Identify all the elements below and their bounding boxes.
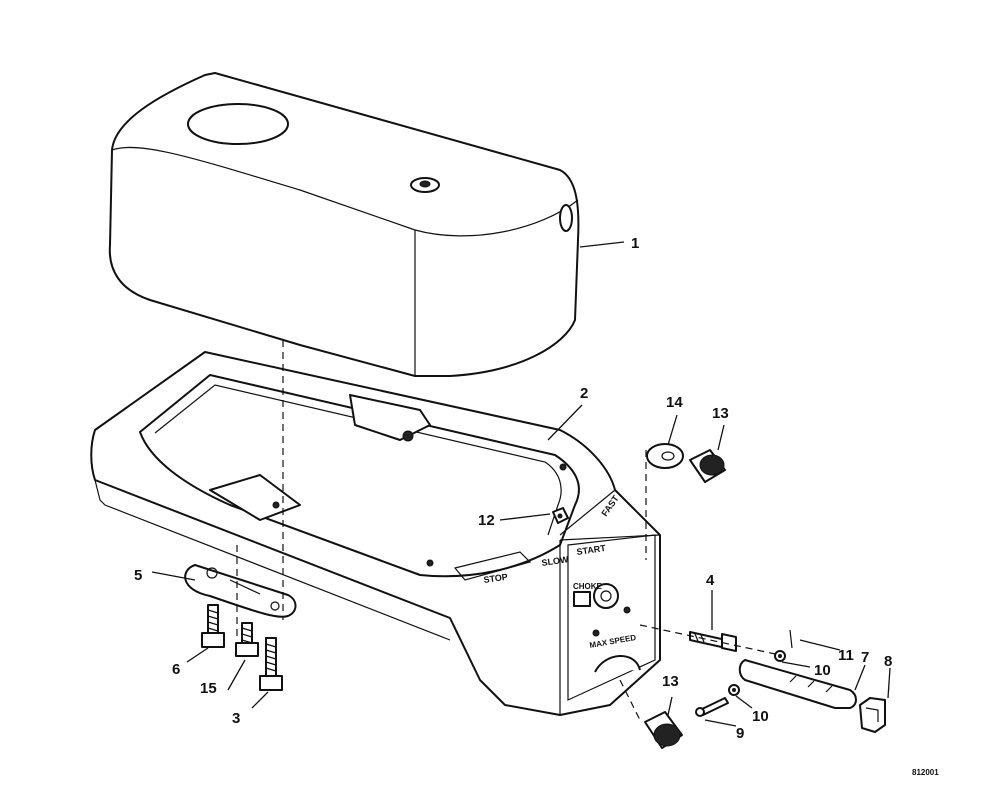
- cover-side-port: [559, 204, 573, 232]
- speed-control-dial: [593, 583, 619, 609]
- cotter-pin-11: [789, 629, 793, 649]
- callout-13-upper: 13: [712, 405, 729, 422]
- callout-5: 5: [134, 567, 142, 584]
- figure-code: 812001: [912, 768, 939, 777]
- callout-3: 3: [232, 710, 240, 727]
- callout-12: 12: [478, 512, 495, 529]
- callout-15: 15: [200, 680, 217, 697]
- knob-13-upper: [689, 449, 726, 483]
- callout-13-lower: 13: [662, 673, 679, 690]
- pin-9: [695, 697, 729, 717]
- washer-10-lower: [728, 684, 740, 696]
- washer-14: [646, 443, 684, 469]
- cover-opening: [187, 103, 289, 145]
- choke-button: [573, 591, 591, 607]
- callout-8: 8: [884, 653, 892, 670]
- callout-7: 7: [861, 649, 869, 666]
- alignment-line-knob: [619, 679, 641, 721]
- callout-6: 6: [172, 661, 180, 678]
- panel-label-choke: CHOKE: [573, 582, 603, 591]
- panel-label-start: START: [576, 543, 607, 557]
- mounting-plate: [209, 474, 301, 521]
- panel-label-slow: SLOW: [541, 554, 570, 568]
- screw-15: [235, 622, 259, 657]
- callout-2: 2: [580, 385, 588, 402]
- panel-recess: [594, 655, 641, 673]
- callout-14: 14: [666, 394, 683, 411]
- retainer-clip: [552, 507, 569, 524]
- callout-9: 9: [736, 725, 744, 742]
- clip-8: [859, 697, 886, 733]
- washer-10-upper: [774, 650, 786, 662]
- callout-10-upper: 10: [814, 662, 831, 679]
- inner-bracket: [349, 394, 431, 441]
- callout-1: 1: [631, 235, 639, 252]
- callout-10-lower: 10: [752, 708, 769, 725]
- engine-cover: [108, 72, 580, 377]
- leader-lines: [151, 241, 891, 727]
- knob-13-lower: [644, 711, 683, 749]
- callout-11: 11: [838, 647, 854, 664]
- callout-4: 4: [706, 572, 715, 589]
- control-panel: [567, 534, 656, 701]
- warning-decal: [453, 551, 532, 581]
- panel-label-stop: STOP: [483, 572, 508, 585]
- screw-6: [201, 604, 225, 648]
- screw-3: [259, 637, 283, 691]
- lower-motor-cover: STOP SLOW START FAST CHOKE MAX SPEED: [90, 351, 661, 716]
- bracket-plate: [184, 564, 297, 618]
- throttle-lever-7: [738, 659, 857, 709]
- bolt-4: [689, 631, 737, 652]
